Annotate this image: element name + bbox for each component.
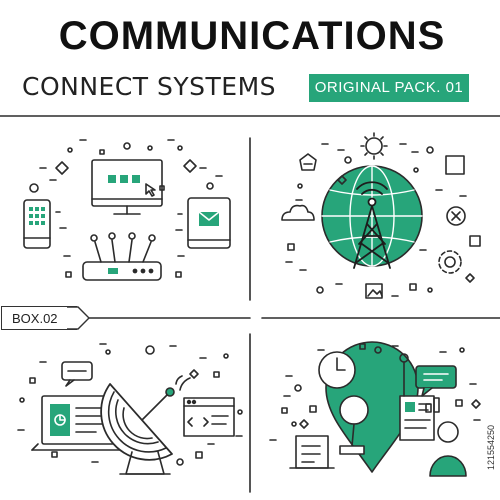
panel-location-people — [269, 341, 481, 477]
target-circle-icon — [438, 250, 462, 274]
decorative-shapes — [269, 343, 481, 441]
bar-chart-icon — [425, 397, 440, 413]
decorative-shapes — [29, 139, 223, 278]
cloud-icon — [281, 204, 315, 221]
window-icon — [183, 397, 235, 437]
user-card-icon — [399, 395, 467, 477]
satellite-dish-icon — [100, 375, 191, 475]
tablet-mail-icon — [187, 197, 231, 249]
smartphone-icon — [23, 199, 51, 249]
globe-icon — [321, 165, 423, 267]
chat-bubble-icon — [61, 361, 93, 387]
image-icon — [365, 283, 383, 299]
desktop-monitor-icon — [91, 159, 163, 215]
document-icon — [289, 435, 335, 469]
stock-id: 121554250 — [486, 424, 496, 470]
panel-globe-tower — [281, 132, 481, 299]
box-label: BOX.02 — [1, 306, 77, 330]
radio-tower-icon — [353, 181, 391, 269]
close-circle-icon — [446, 206, 466, 226]
magnifier-icon — [339, 395, 369, 455]
pack-badge: ORIGINAL PACK. 01 — [309, 74, 469, 102]
antenna-icon — [399, 353, 409, 397]
clock-icon — [318, 351, 356, 389]
chat-bubble-icon — [415, 365, 457, 397]
router-icon — [82, 232, 162, 281]
laptop-icon — [31, 395, 125, 451]
panel-devices-network — [23, 139, 231, 281]
panel-dividers — [0, 115, 500, 493]
sun-gear-icon — [360, 132, 388, 160]
page-subtitle: CONNECT SYSTEMS — [22, 72, 277, 101]
decorative-shapes — [285, 143, 481, 297]
box-label-arrow-icon — [67, 306, 90, 330]
page-title: COMMUNICATIONS — [58, 14, 446, 58]
panel-satellite — [17, 343, 243, 475]
decorative-shapes — [17, 343, 243, 466]
